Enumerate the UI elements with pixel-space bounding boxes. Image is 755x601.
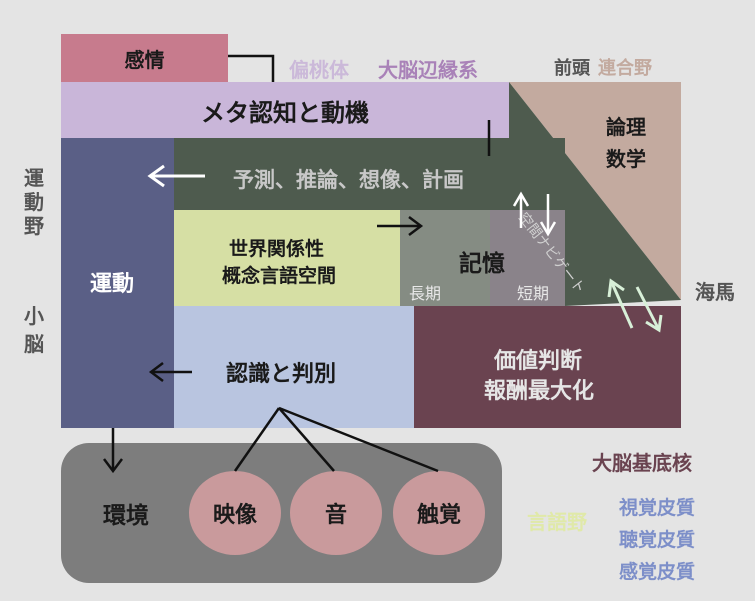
- value-label-1: 価値判断: [494, 349, 583, 374]
- meta-cognition-label: メタ認知と動機: [201, 98, 369, 127]
- world-model-label-2: 概念言語空間: [222, 265, 337, 287]
- value-label-2: 報酬最大化: [484, 379, 595, 404]
- memory-short-label: 短期: [517, 284, 550, 303]
- sense-sound: 音: [290, 471, 382, 555]
- region-amygdala: 偏桃体: [289, 58, 349, 82]
- emotion-label: 感情: [124, 47, 165, 72]
- meta-cognition-block: メタ認知と動機: [61, 82, 509, 138]
- motor-label: 運動: [90, 272, 135, 297]
- sense-touch-label: 触覚: [416, 503, 461, 528]
- motor-block: [61, 138, 174, 428]
- logic-label-1: 論理: [606, 115, 646, 139]
- recognition-label: 認識と判別: [226, 362, 337, 387]
- region-language-area: 言語野: [527, 510, 587, 534]
- sense-vision: 映像: [189, 471, 281, 555]
- region-visual-cortex: 視覚皮質: [619, 497, 696, 519]
- recognition-block: [174, 306, 414, 428]
- region-cerebellum-1: 小: [24, 304, 44, 328]
- memory-long-label: 長期: [409, 284, 442, 303]
- region-motor-area-2: 動: [24, 190, 44, 214]
- prediction-label: 予測、推論、想像、計画: [233, 168, 464, 192]
- emotion-block: 感情: [61, 34, 228, 82]
- region-cerebellum-2: 脳: [24, 332, 44, 356]
- region-limbic: 大脳辺縁系: [378, 58, 478, 82]
- region-motor-area-1: 運: [24, 166, 44, 190]
- logic-label-2: 数学: [606, 147, 646, 171]
- region-frontal-b: 連合野: [598, 58, 652, 79]
- region-frontal-a: 前頭: [554, 58, 590, 79]
- sense-sound-label: 音: [324, 503, 347, 528]
- world-model-label-1: 世界関係性: [229, 238, 325, 260]
- region-hippocampus: 海馬: [695, 280, 735, 304]
- value-block: [414, 306, 681, 428]
- world-model-block: [174, 210, 400, 306]
- sense-touch: 触覚: [393, 471, 485, 555]
- region-motor-area-3: 野: [24, 214, 44, 238]
- region-auditory-cortex: 聴覚皮質: [619, 529, 696, 551]
- memory-label: 記憶: [459, 251, 505, 277]
- environment-label: 環境: [103, 503, 149, 529]
- region-sensory-cortex: 感覚皮質: [619, 561, 696, 583]
- sense-vision-label: 映像: [212, 503, 257, 528]
- prediction-block: [174, 138, 510, 210]
- region-basal-ganglia: 大脳基底核: [592, 451, 692, 475]
- nav-strip: [490, 138, 565, 210]
